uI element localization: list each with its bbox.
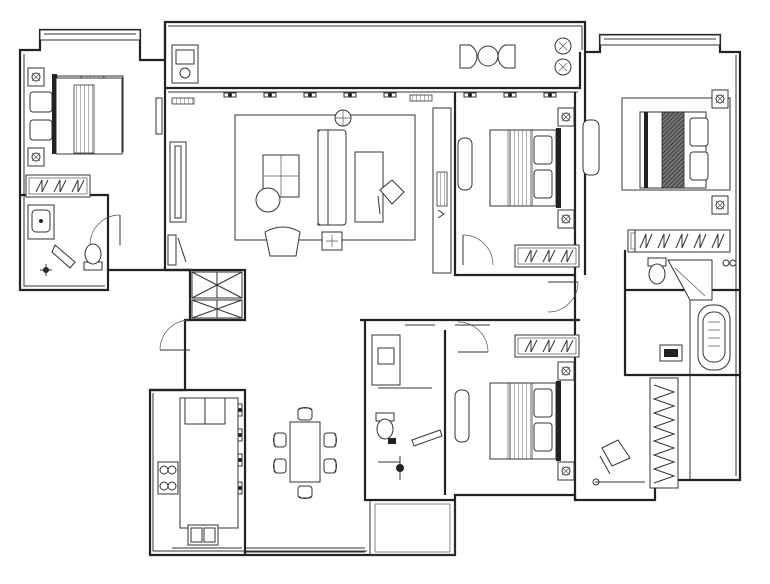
bedroom-master — [621, 89, 731, 253]
living-room — [167, 109, 416, 266]
bedroom-left — [25, 67, 163, 246]
bedroom-center — [432, 107, 600, 274]
kitchen — [157, 397, 243, 546]
entry-storage — [159, 271, 243, 351]
bedroom-lower — [405, 281, 580, 481]
study — [592, 377, 679, 489]
bath-left — [27, 204, 103, 276]
bath-center — [371, 334, 443, 480]
lighting-track — [171, 92, 557, 105]
interior-walls — [20, 22, 740, 555]
outer-walls — [18, 20, 742, 557]
bath-master — [647, 257, 737, 371]
balcony-top — [171, 37, 572, 84]
dining — [273, 407, 337, 499]
